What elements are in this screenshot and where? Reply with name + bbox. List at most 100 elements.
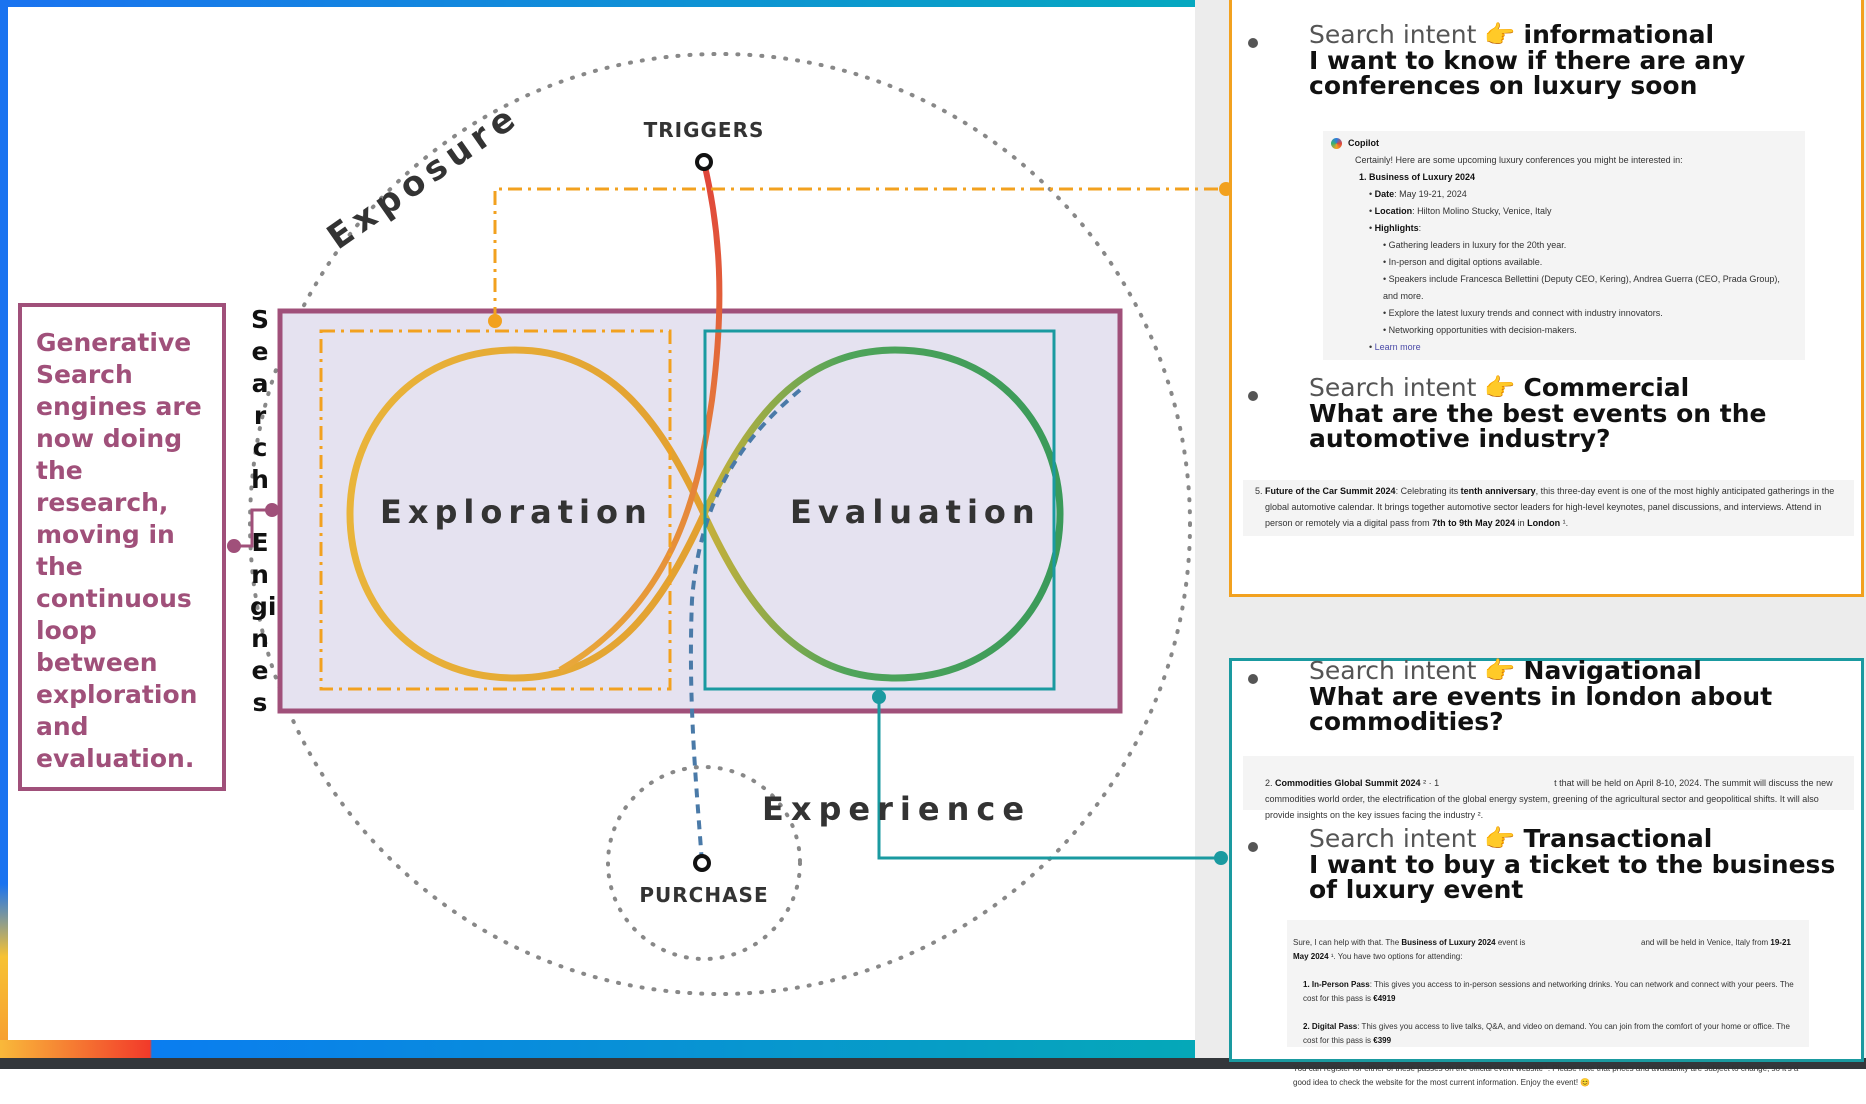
left-accent-bar	[0, 0, 8, 1040]
pointing-hand-icon: 👉	[1484, 656, 1516, 685]
highlight-item: • Networking opportunities with decision…	[1383, 325, 1577, 335]
purchase-path	[688, 388, 802, 864]
snippet-bold: 19-21 May 2024	[1293, 938, 1794, 961]
bullet	[1248, 391, 1258, 401]
intent-type: informational	[1523, 20, 1715, 49]
intent-type: Transactional	[1523, 824, 1713, 853]
purchase-node	[693, 854, 711, 872]
evaluation-box	[703, 329, 1056, 691]
connector-dot	[872, 690, 886, 704]
snippet-bold: London	[1527, 518, 1561, 528]
bullet	[1248, 674, 1258, 684]
option-label: 1. In-Person Pass	[1303, 980, 1370, 989]
snippet-text: ² · 1 t that will be held on April 8-10,…	[1265, 778, 1836, 820]
intent-query: What are events in london about commodit…	[1309, 682, 1773, 736]
location-value: : Hilton Molino Stucky, Venice, Italy	[1412, 206, 1552, 216]
intent-query: I want to know if there are any conferen…	[1309, 46, 1746, 100]
search-engines-letter: r	[253, 401, 267, 430]
exploration-dashed-box	[319, 329, 672, 691]
search-engines-letter: E	[251, 528, 269, 557]
connector-dot	[265, 503, 279, 517]
search-engines-letter: gi	[250, 592, 277, 621]
bottom-strip	[0, 1058, 1866, 1069]
exposure-dotted-circle	[248, 52, 1192, 996]
transactional-snippet: Sure, I can help with that. The Business…	[1287, 920, 1809, 1087]
date-label: Date	[1374, 189, 1395, 199]
snippet-text: , this three-day event is one of the mos…	[1265, 486, 1835, 528]
option-label: 2. Digital Pass	[1303, 1022, 1358, 1031]
copilot-logo-icon	[1331, 138, 1342, 150]
snippet-text: ¹.	[1560, 518, 1569, 528]
connector-dot	[1214, 851, 1228, 865]
snippet-text: : Celebrating its	[1395, 486, 1461, 496]
intent-type: Navigational	[1523, 656, 1702, 685]
bullet	[1248, 842, 1258, 852]
list-number: 5.	[1255, 486, 1263, 496]
triggers-label: TRIGGERS	[643, 118, 765, 142]
event-title: Future of the Car Summit 2024	[1265, 486, 1396, 496]
copilot-item-title: 1. Business of Luxury 2024	[1359, 172, 1476, 182]
search-engines-letter: n	[251, 624, 269, 653]
highlights-label: Highlights	[1374, 223, 1419, 233]
search-engines-letter: s	[252, 688, 268, 717]
bottom-accent-bar	[0, 1040, 1195, 1058]
snippet-text: ¹. You have two options for attending:	[1328, 952, 1463, 961]
date-value: : May 19-21, 2024	[1394, 189, 1467, 199]
pointing-hand-icon: 👉	[1484, 824, 1516, 853]
snippet-text: in	[1515, 518, 1528, 528]
callout-box: Generative Search engines are now doing …	[18, 303, 226, 791]
connector-dot	[488, 314, 502, 328]
callout-text: Generative Search engines are now doing …	[36, 328, 202, 773]
copilot-intro: Certainly! Here are some upcoming luxury…	[1355, 155, 1683, 165]
intent-label: Search intent	[1309, 20, 1477, 49]
option-price: €4919	[1373, 994, 1396, 1003]
list-number: 2.	[1265, 778, 1273, 788]
snippet-closing: You can register for either of these pas…	[1293, 1064, 1801, 1087]
event-title: Commodities Global Summit 2024	[1275, 778, 1421, 788]
search-engines-letter: e	[251, 656, 269, 685]
infinity-left-loop	[346, 346, 708, 682]
copilot-name: Copilot	[1348, 138, 1379, 148]
callout-connector	[232, 508, 272, 548]
highlight-item: • Explore the latest luxury trends and c…	[1383, 308, 1663, 318]
location-label: Location	[1374, 206, 1413, 216]
evaluation-label: Evaluation	[790, 493, 1041, 531]
snippet-text: Sure, I can help with that. The	[1293, 938, 1402, 947]
customer-journey-diagram	[227, 52, 1233, 996]
bullet	[1248, 38, 1258, 48]
learn-more-link[interactable]: Learn more	[1374, 342, 1421, 352]
trigger-path	[558, 161, 723, 673]
search-engines-letter: n	[251, 560, 269, 589]
highlight-item: • In-person and digital options availabl…	[1383, 257, 1543, 267]
intent-query: I want to buy a ticket to the business o…	[1309, 850, 1836, 904]
highlight-text: Explore the latest luxury trends and con…	[1388, 308, 1663, 318]
highlight-item: • Gathering leaders in luxury for the 20…	[1383, 240, 1567, 250]
snippet-text: event is and will be held in Venice, Ita…	[1495, 938, 1771, 947]
intent-label: Search intent	[1309, 656, 1477, 685]
navigational-snippet: 2. Commodities Global Summit 2024 ² · 1 …	[1243, 756, 1854, 820]
snippet-bold: 7th to 9th May 2024	[1432, 518, 1516, 528]
informational-connector	[493, 187, 1226, 321]
highlight-item: • Speakers include Francesca Bellettini …	[1383, 274, 1780, 301]
search-engines-letter: e	[251, 337, 269, 366]
option-text: : This gives you access to live talks, Q…	[1303, 1022, 1793, 1045]
pointing-hand-icon: 👉	[1484, 20, 1516, 49]
intent-label: Search intent	[1309, 824, 1477, 853]
triggers-node	[695, 153, 713, 171]
intent-type: Commercial	[1523, 373, 1690, 402]
search-engines-letter: a	[251, 369, 269, 398]
pointing-hand-icon: 👉	[1484, 373, 1516, 402]
exploration-label: Exploration	[380, 493, 653, 531]
highlight-text: Networking opportunities with decision-m…	[1388, 325, 1577, 335]
search-engines-letter: c	[252, 433, 268, 462]
snippet-bold: Business of Luxury 2024	[1401, 938, 1496, 947]
purchase-dotted-circle	[606, 765, 802, 961]
intent-label: Search intent	[1309, 373, 1477, 402]
option-text: : This gives you access to in-person ses…	[1303, 980, 1796, 1003]
transactional-connector	[877, 697, 1221, 860]
intent-query: What are the best events on the automoti…	[1309, 399, 1767, 453]
highlight-text: Gathering leaders in luxury for the 20th…	[1388, 240, 1567, 250]
